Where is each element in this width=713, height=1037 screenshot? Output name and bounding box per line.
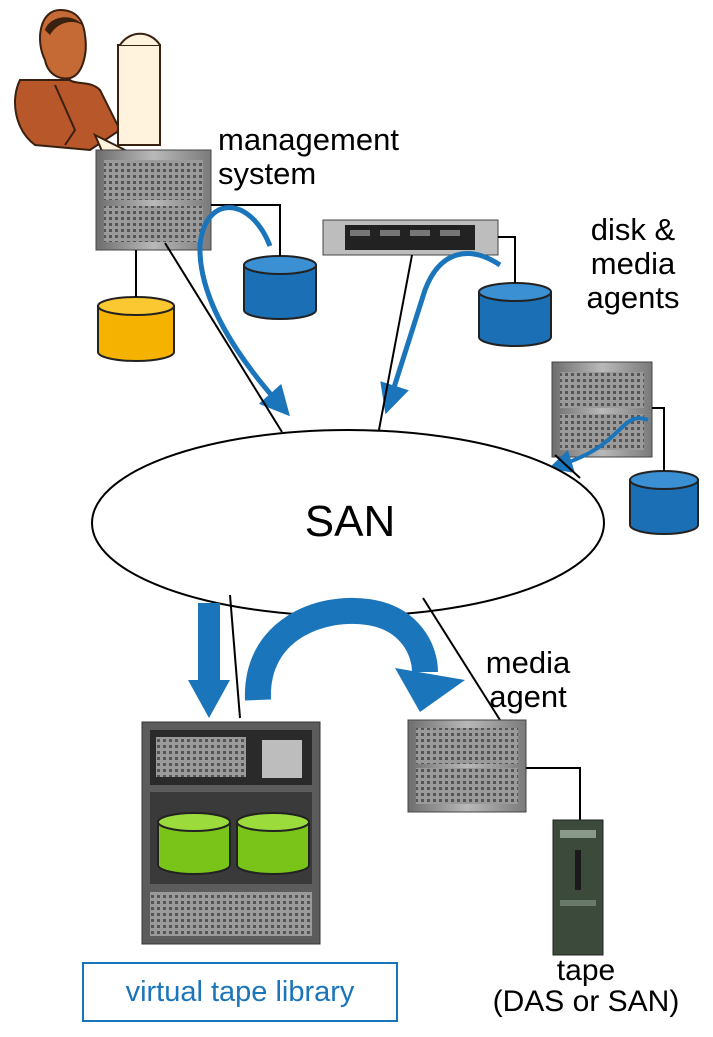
management-system-label: management system: [218, 122, 399, 191]
backup-down-arrow: [188, 603, 230, 718]
san-label: SAN: [304, 497, 396, 546]
disk-media-agents-label: disk & media agents: [586, 212, 680, 315]
person-at-computer-icon: [14, 8, 161, 160]
management-disk-icon: [243, 255, 317, 320]
yellow-disk-icon: [97, 296, 175, 362]
media-agent-server-icon: [407, 719, 527, 813]
tape-label: tape (DAS or SAN): [492, 954, 680, 1018]
copy-curved-arrow: [244, 597, 465, 712]
media-agent-label: media agent: [485, 645, 571, 714]
tape-device-icon: [552, 819, 604, 956]
vtl-disk-right-icon: [236, 812, 310, 875]
disk-media-agent-server-icon: [322, 219, 499, 256]
second-agent-server-icon: [551, 361, 653, 458]
second-agent-disk-icon: [629, 470, 699, 535]
management-server-icon: [95, 149, 212, 251]
agent-disk-icon: [478, 282, 552, 347]
virtual-tape-library-label: virtual tape library: [82, 962, 398, 1022]
vtl-disk-left-icon: [157, 812, 231, 875]
